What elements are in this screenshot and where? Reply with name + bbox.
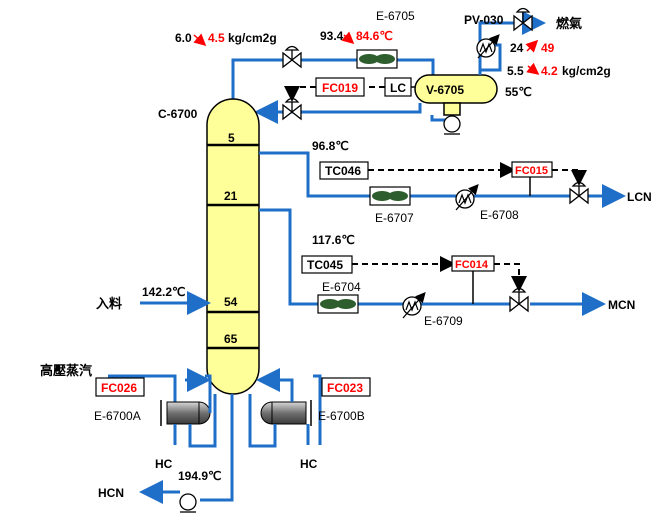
- reflux-drum-v6705: [414, 74, 498, 116]
- pv030-valve[interactable]: [513, 7, 533, 32]
- fc014-box[interactable]: [451, 255, 495, 272]
- drum-label: V-6705: [426, 83, 464, 97]
- pv-increase-arrow: [525, 39, 539, 53]
- fc015-signal: [552, 169, 587, 186]
- tc045-label: TC045: [307, 258, 343, 272]
- fc026-label: FC026: [101, 381, 137, 395]
- fc019-box[interactable]: [315, 77, 365, 97]
- e6709-label: E-6709: [424, 314, 463, 328]
- fc015-label: FC015: [515, 165, 548, 177]
- reboiler-e6700b: [260, 400, 312, 426]
- fc023-box[interactable]: [321, 377, 371, 397]
- fc023-label: FC023: [327, 381, 363, 395]
- bottoms-temp: 194.9℃: [178, 469, 222, 483]
- fc019-signal: [284, 86, 316, 102]
- mcn-label: MCN: [608, 298, 635, 312]
- bottoms-line: [145, 394, 234, 500]
- bottoms-pump-icon: [179, 493, 197, 513]
- drum-pressure-new: 4.2: [541, 64, 558, 78]
- feed-label: 入料: [96, 296, 122, 312]
- reboiler-b-circuit: [250, 380, 294, 448]
- e6704-air-cooler: [317, 294, 359, 314]
- lc-label: LC: [390, 81, 406, 95]
- e6705-temp-new: 84.6℃: [356, 29, 393, 43]
- reflux-valve[interactable]: [282, 97, 302, 121]
- tray-54: 54: [224, 295, 238, 309]
- hc-left-label: HC: [155, 457, 173, 471]
- e6705-air-cooler: [356, 49, 398, 69]
- tc045-box[interactable]: [301, 255, 353, 274]
- e6704-label: E-6704: [322, 280, 361, 294]
- hc-right-label: HC: [300, 457, 318, 471]
- top-pressure-old: 6.0: [175, 31, 192, 45]
- fc026-box[interactable]: [95, 377, 145, 397]
- lcn-draw-line: [259, 151, 620, 196]
- e6708-heater-icon: [455, 184, 479, 211]
- drum-pressure-decrease-arrow: [526, 62, 540, 75]
- pv-value-new: 49: [541, 41, 555, 55]
- hp-steam-label: 高壓蒸汽: [40, 363, 92, 379]
- fc015-box[interactable]: [511, 161, 553, 178]
- drum-pressure-old: 5.5: [507, 64, 524, 78]
- e6708-label: E-6708: [480, 208, 519, 222]
- fc014-signal: [494, 263, 527, 292]
- tray-21: 21: [224, 189, 238, 203]
- e6707-air-cooler: [369, 186, 411, 206]
- e6707-label: E-6707: [375, 211, 414, 225]
- lcn-valve[interactable]: [569, 181, 589, 205]
- tc046-label: TC046: [325, 164, 361, 178]
- e6709-heater-icon: [402, 292, 426, 319]
- hcn-label: HCN: [98, 486, 124, 500]
- fc019-label: FC019: [322, 81, 358, 95]
- tray-65: 65: [224, 332, 238, 346]
- e6700b-label: E-6700B: [318, 409, 365, 423]
- lc-box[interactable]: [384, 77, 412, 97]
- tray-5: 5: [228, 131, 235, 145]
- vent-line: [478, 11, 546, 75]
- top-pressure-unit: kg/cm2g: [228, 31, 277, 45]
- e6705-temp-old: 93.4: [320, 29, 344, 43]
- top-pressure-decrease-arrow: [193, 33, 207, 47]
- feed-temp: 142.2℃: [142, 285, 186, 299]
- e6705-temp-increase-arrow: [341, 31, 355, 44]
- reflux-pump-icon: [443, 115, 461, 135]
- e6705-label: E-6705: [376, 9, 415, 23]
- reboiler-e6700a: [160, 400, 211, 426]
- fc014-label: FC014: [455, 259, 489, 271]
- pv030-label: PV-030: [464, 13, 504, 27]
- drum-pressure-unit: kg/cm2g: [562, 64, 611, 78]
- overhead-line: [231, 58, 435, 101]
- hp-steam-b: [313, 374, 322, 445]
- top-pressure-new: 4.5: [208, 31, 225, 45]
- lcn-temp: 96.8℃: [312, 139, 349, 153]
- lcn-label: LCN: [627, 190, 652, 204]
- fuel-gas-label: 燃氣: [556, 16, 582, 32]
- mcn-draw-line: [259, 208, 600, 304]
- mcn-valve[interactable]: [509, 287, 529, 313]
- tc046-box[interactable]: [319, 161, 369, 180]
- vent-heater-icon: [476, 34, 500, 59]
- column-label: C-6700: [158, 107, 198, 121]
- mcn-temp: 117.6℃: [312, 233, 355, 247]
- e6700a-label: E-6700A: [94, 409, 141, 423]
- overhead-valve[interactable]: [282, 45, 302, 69]
- pv-value-old: 24: [510, 41, 524, 55]
- drum-temp: 55℃: [505, 85, 532, 99]
